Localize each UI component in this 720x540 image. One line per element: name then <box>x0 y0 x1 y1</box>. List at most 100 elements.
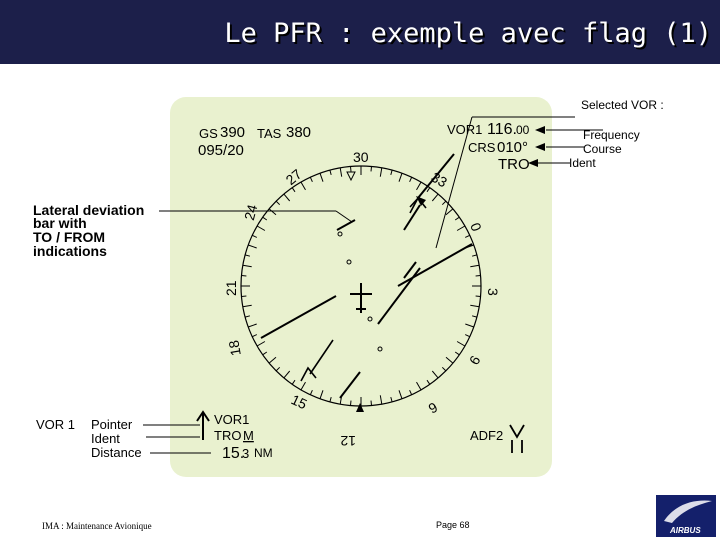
compass-tick <box>475 275 481 277</box>
airbus-logo: AIRBUS <box>656 495 716 537</box>
adf2-symbol-icon <box>509 424 525 453</box>
compass-tick <box>390 169 393 176</box>
compass-tick <box>470 264 480 268</box>
title-banner: Le PFR : exemple avec flag (1) <box>0 0 720 64</box>
compass-tick <box>441 200 447 206</box>
lateral-deviation-label-1: Lateral deviation <box>33 202 145 218</box>
compass-tick <box>309 176 313 183</box>
compass-label-15: 15 <box>289 391 310 412</box>
compass-label-18: 18 <box>225 339 243 357</box>
compass-tick <box>445 208 454 216</box>
compass-tick <box>471 254 478 257</box>
compass-tick <box>283 370 291 379</box>
compass-tick <box>475 295 481 297</box>
vor1-symbol-icon <box>196 410 210 440</box>
compass-tick <box>251 234 258 238</box>
compass-tick <box>244 315 251 318</box>
compass-tick <box>470 304 480 308</box>
compass-tick <box>291 379 296 385</box>
compass-label-3: 3 <box>485 288 501 296</box>
compass-tick <box>329 169 332 176</box>
compass-tick <box>291 187 296 193</box>
bottom-vor-name: VOR1 <box>214 412 249 427</box>
slide-title: Le PFR : exemple avec flag (1) <box>224 18 712 49</box>
compass-tick <box>441 366 447 372</box>
bottom-vor-unit: NM <box>254 446 273 460</box>
compass-tick <box>350 400 352 406</box>
compass-tick <box>262 216 268 221</box>
compass-tick <box>242 304 252 308</box>
pointer-label: Pointer <box>91 417 133 432</box>
compass-tick <box>309 389 313 396</box>
compass-tick <box>379 395 383 405</box>
course-label: Course <box>583 142 622 156</box>
adf2-label: ADF2 <box>470 428 503 443</box>
bottom-vor-distance-dec: 3 <box>242 446 249 461</box>
gs-label: GS <box>199 126 218 141</box>
bottom-vor-mode: M <box>243 428 254 443</box>
compass-tick <box>350 166 352 172</box>
aircraft-symbol-icon <box>350 283 372 313</box>
vor1-frequency-int: 116. <box>487 121 517 138</box>
compass-ticks <box>241 166 481 406</box>
crs-value: 010° <box>497 139 528 156</box>
gs-value: 390 <box>220 124 245 141</box>
selected-vor-label: Selected VOR : <box>581 98 664 112</box>
compass-label-24: 24 <box>241 203 261 222</box>
compass-tick <box>409 176 413 183</box>
compass-tick <box>390 396 393 403</box>
compass-tick <box>426 187 431 193</box>
vor1-legend-title: VOR 1 <box>36 417 76 432</box>
compass-label-30: 30 <box>353 149 369 165</box>
compass-tick <box>300 381 306 391</box>
vor1-bearing-pointer <box>300 195 427 382</box>
compass-tick <box>464 234 471 238</box>
tas-value: 380 <box>286 124 311 141</box>
compass-tick <box>251 334 258 338</box>
lateral-deviation-bar <box>397 243 473 287</box>
crs-label: CRS <box>468 140 496 155</box>
compass-tick <box>398 173 403 182</box>
frequency-label: Frequency <box>583 128 640 142</box>
annotation-arrows <box>528 126 545 167</box>
compass-tick <box>256 341 266 347</box>
airbus-logo-text: AIRBUS <box>669 526 701 535</box>
vor-ident: TRO <box>498 156 530 173</box>
compass-tick <box>456 341 466 347</box>
compass-tick <box>471 315 478 318</box>
reciprocal-triangle-icon <box>356 403 364 412</box>
annotation-leaders <box>143 116 603 454</box>
bottom-vor-distance: 15. <box>222 445 244 462</box>
course-tail-bar <box>260 295 337 339</box>
course-pointer <box>339 153 455 399</box>
compass-tick <box>379 167 383 177</box>
compass-tick <box>244 254 251 257</box>
compass-tick <box>431 193 439 202</box>
compass-tick <box>300 181 306 191</box>
compass-label-12: 12 <box>340 433 356 449</box>
compass-tick <box>456 225 466 231</box>
compass-label-21: 21 <box>223 280 239 296</box>
compass-tick <box>370 166 372 172</box>
compass-tick <box>256 225 266 231</box>
deviation-dots <box>337 231 383 352</box>
ident-legend-label: Ident <box>91 431 120 446</box>
lubber-triangle-icon <box>346 171 356 182</box>
page-number: Page 68 <box>436 520 470 530</box>
compass-tick <box>416 181 422 191</box>
compass-tick <box>416 381 422 391</box>
compass-tick <box>398 390 403 399</box>
compass-tick <box>454 351 460 356</box>
compass-tick <box>242 264 252 268</box>
compass-tick <box>268 208 277 216</box>
compass-tick <box>283 193 291 202</box>
distance-label: Distance <box>91 445 142 460</box>
compass-tick <box>241 295 247 297</box>
compass-tick <box>262 351 268 356</box>
compass-tick <box>275 200 281 206</box>
compass-tick <box>275 366 281 372</box>
compass-tick <box>370 400 372 406</box>
vor1-frequency-dec: 00 <box>516 123 530 137</box>
compass-tick <box>248 244 257 249</box>
